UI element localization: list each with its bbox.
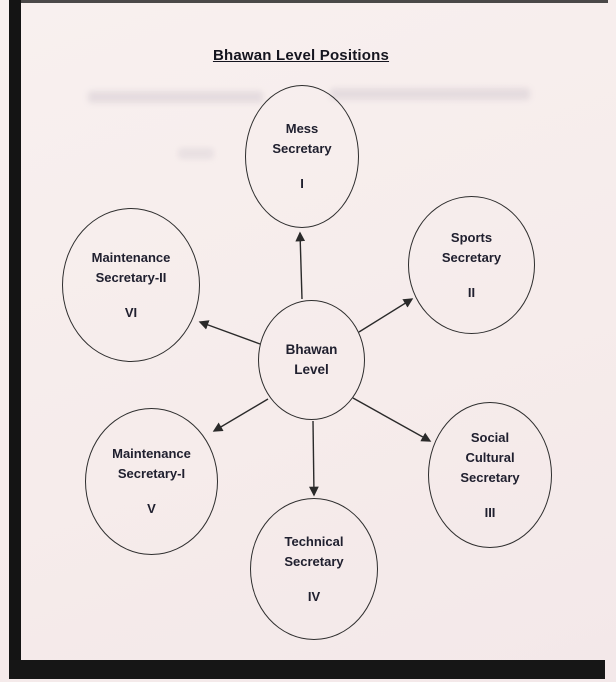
node-numeral: VI xyxy=(124,304,138,320)
node-label: Technical Secretary xyxy=(284,533,344,569)
node-numeral: III xyxy=(484,504,496,520)
page-edge-left xyxy=(9,0,21,679)
node-technical-secretary: Technical Secretary IV xyxy=(250,498,378,640)
node-social-cultural-secretary: Social Cultural Secretary III xyxy=(428,402,552,548)
node-maintenance-secretary-2: Maintenance Secretary-II VI xyxy=(62,208,200,362)
arrow-to-mess-secretary xyxy=(295,231,306,300)
node-numeral: II xyxy=(467,284,476,300)
node-numeral: V xyxy=(147,501,156,516)
arrow-to-maintenance-secretary-1 xyxy=(212,398,269,432)
node-mess-secretary: Mess Secretary I xyxy=(245,85,359,228)
node-label: Maintenance Secretary-I xyxy=(112,446,191,481)
scan-bleed-artifact xyxy=(330,88,530,100)
page-edge-top xyxy=(9,0,608,3)
node-label: Social Cultural Secretary xyxy=(460,429,520,485)
scan-bleed-artifact xyxy=(88,91,263,103)
node-numeral: I xyxy=(300,176,304,191)
arrow-to-social-cultural-secretary xyxy=(352,397,432,442)
node-label: Bhawan Level xyxy=(285,342,338,377)
node-label: Maintenance Secretary-II xyxy=(91,249,171,285)
scan-bleed-artifact xyxy=(178,148,214,159)
node-label: Sports Secretary xyxy=(441,229,502,265)
node-bhawan-level: Bhawan Level xyxy=(258,300,365,420)
arrow-to-technical-secretary xyxy=(308,420,319,497)
node-numeral: IV xyxy=(307,588,321,604)
arrow-to-sports-secretary xyxy=(358,298,414,333)
page-edge-bottom xyxy=(9,660,605,679)
page-title: Bhawan Level Positions xyxy=(212,47,390,64)
arrow-to-maintenance-secretary-2 xyxy=(198,320,261,345)
node-maintenance-secretary-1: Maintenance Secretary-I V xyxy=(85,408,218,555)
node-label: Mess Secretary xyxy=(272,121,332,156)
node-sports-secretary: Sports Secretary II xyxy=(408,196,535,334)
